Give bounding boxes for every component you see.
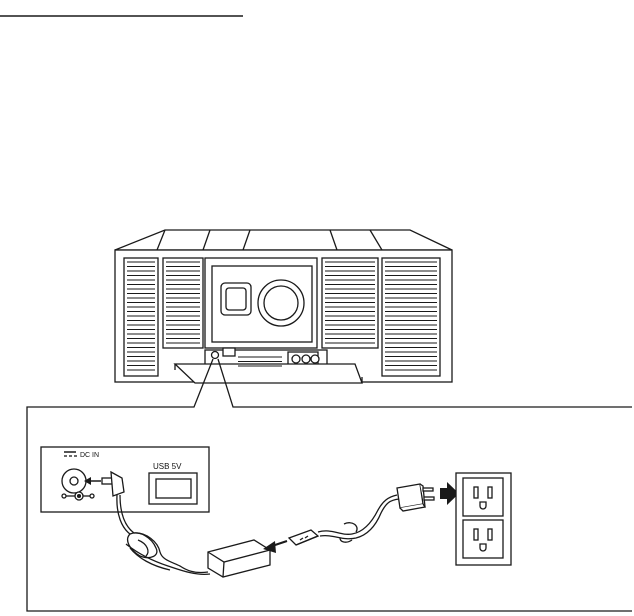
ac-adapter-icon (208, 540, 270, 577)
usb-label: USB 5V (153, 462, 182, 471)
dc-in-label: DC IN (80, 452, 99, 459)
rear-jack-panel (41, 447, 209, 512)
wall-outlet-icon (456, 473, 511, 565)
ac-cord (318, 495, 399, 542)
ac-cord-connector (289, 530, 318, 545)
ac-plug-icon (397, 484, 434, 511)
